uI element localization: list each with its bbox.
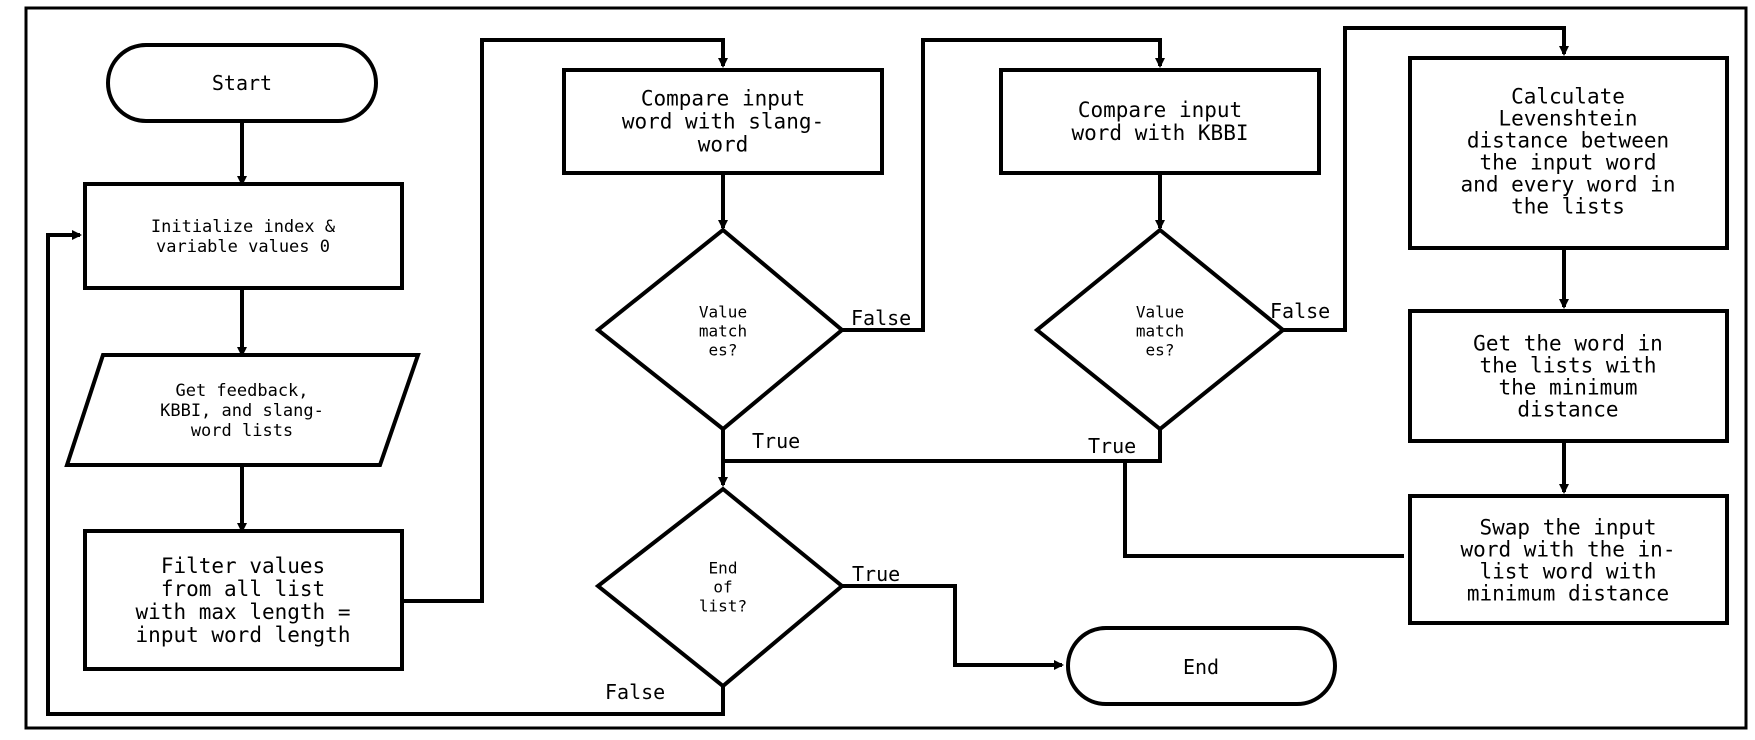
levenshtein-process-box bbox=[1408, 56, 1729, 250]
edge-kbbi-true-to-merge bbox=[723, 429, 1162, 463]
compare-slang-line: Compare input bbox=[641, 86, 805, 110]
edge-eol-false-to-init bbox=[46, 230, 725, 716]
end-of-list-line: of bbox=[713, 578, 732, 597]
match-slang-line: match bbox=[699, 322, 747, 341]
kbbi-false-label: False bbox=[1270, 299, 1330, 323]
diagram-frame bbox=[24, 6, 1748, 730]
match-kbbi-line: match bbox=[1136, 322, 1184, 341]
init-label: Initialize index &variable values 0 bbox=[151, 217, 336, 257]
start-label: Start bbox=[212, 71, 272, 95]
swap-line: word with the in- bbox=[1461, 537, 1676, 561]
edge-labels: False True False True True False bbox=[605, 299, 1330, 704]
slang-false-label: False bbox=[851, 306, 911, 330]
filter-line: Filter values bbox=[161, 554, 325, 578]
levenshtein-line: the lists bbox=[1511, 194, 1625, 218]
min-word-line: Get the word in bbox=[1473, 331, 1663, 355]
edges bbox=[46, 26, 1569, 716]
init-process-box bbox=[83, 182, 404, 290]
slang-true-label: True bbox=[752, 429, 800, 453]
swap-line: minimum distance bbox=[1467, 581, 1669, 605]
min-word-line: the minimum bbox=[1498, 375, 1637, 399]
compare-slang-line: word with slang- bbox=[622, 109, 824, 133]
filter-process-box bbox=[83, 529, 404, 671]
compare-slang-process-box bbox=[562, 68, 884, 175]
match-slang-line: es? bbox=[709, 341, 738, 360]
get-lists-label: Get feedback,KBBI, and slang-word lists bbox=[160, 381, 324, 441]
match-kbbi-line: Value bbox=[1136, 303, 1184, 322]
filter-line: with max length = bbox=[136, 600, 351, 624]
min-word-line: distance bbox=[1517, 397, 1618, 421]
levenshtein-line: Levenshtein bbox=[1498, 106, 1637, 130]
eol-false-label: False bbox=[605, 680, 665, 704]
swap-line: list word with bbox=[1479, 559, 1656, 583]
levenshtein-line: and every word in bbox=[1461, 172, 1676, 196]
edge-filter-to-compare-slang bbox=[402, 38, 728, 603]
init-line: variable values 0 bbox=[156, 237, 330, 257]
compare-kbbi-line: Compare input bbox=[1078, 98, 1242, 122]
get-lists-line: Get feedback, bbox=[175, 381, 308, 401]
eol-true-label: True bbox=[852, 562, 900, 586]
compare-kbbi-line: word with KBBI bbox=[1071, 121, 1248, 145]
match-slang-line: Value bbox=[699, 303, 747, 322]
end-of-list-line: list? bbox=[699, 597, 747, 616]
compare-kbbi-process-box bbox=[999, 68, 1321, 175]
edge-kbbi-false-to-levenshtein bbox=[1283, 26, 1569, 332]
get-lists-data-box bbox=[64, 353, 421, 467]
get-lists-line: KBBI, and slang- bbox=[160, 401, 324, 421]
swap-line: Swap the input bbox=[1479, 515, 1656, 539]
match-slang-decision bbox=[594, 227, 846, 432]
edge-eol-true-to-end bbox=[842, 584, 1064, 670]
levenshtein-line: distance between bbox=[1467, 128, 1669, 152]
end-of-list-line: End bbox=[709, 559, 738, 578]
get-lists-line: word lists bbox=[191, 421, 293, 441]
edge-swap-to-merge bbox=[1123, 461, 1404, 558]
node-shapes bbox=[64, 43, 1729, 706]
match-kbbi-line: es? bbox=[1146, 341, 1175, 360]
match-kbbi-decision bbox=[1033, 227, 1287, 432]
filter-line: from all list bbox=[161, 577, 325, 601]
init-line: Initialize index & bbox=[151, 217, 336, 237]
kbbi-true-label: True bbox=[1088, 434, 1136, 458]
swap-process-box bbox=[1408, 494, 1729, 625]
end-terminal bbox=[1066, 626, 1337, 706]
filter-line: input word length bbox=[136, 623, 351, 647]
edge-slang-false-to-compare-kbbi bbox=[842, 38, 1165, 332]
node-labels: Start Initialize index &variable values … bbox=[136, 71, 1676, 679]
min-word-line: the lists with bbox=[1479, 353, 1656, 377]
end-label: End bbox=[1183, 655, 1219, 679]
end-of-list-decision bbox=[594, 486, 846, 689]
levenshtein-line: the input word bbox=[1479, 150, 1656, 174]
compare-slang-line: word bbox=[698, 132, 749, 156]
levenshtein-line: Calculate bbox=[1511, 84, 1625, 108]
end-line: End bbox=[1183, 655, 1219, 679]
start-line: Start bbox=[212, 71, 272, 95]
min-word-process-box bbox=[1408, 309, 1729, 443]
start-terminal bbox=[106, 43, 378, 123]
